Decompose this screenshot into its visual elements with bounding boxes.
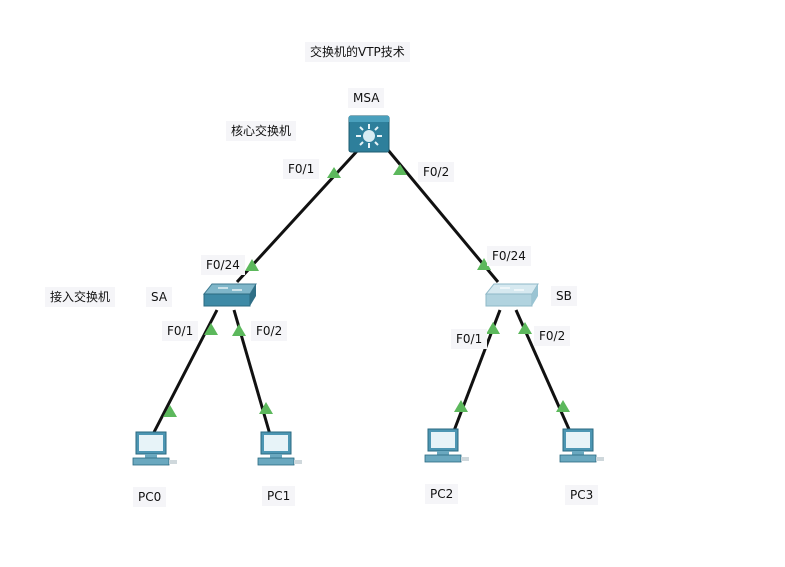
link-up-indicator bbox=[327, 167, 341, 178]
device-label-pc3: PC3 bbox=[565, 485, 599, 505]
link-msa-sb[interactable] bbox=[386, 149, 500, 283]
port-label: F0/1 bbox=[451, 329, 488, 349]
device-label-sb: SB bbox=[551, 286, 577, 306]
link-up-indicator bbox=[204, 323, 218, 335]
switch-icon[interactable] bbox=[202, 283, 257, 307]
link-sa-pc0[interactable] bbox=[148, 309, 219, 441]
link-up-indicator bbox=[454, 400, 468, 412]
device-label-pc2: PC2 bbox=[425, 484, 459, 504]
switch-icon[interactable] bbox=[484, 283, 539, 307]
device-label-pc0: PC0 bbox=[133, 487, 167, 507]
port-label: F0/1 bbox=[283, 159, 320, 179]
link-up-indicator bbox=[232, 324, 246, 336]
link-up-indicator bbox=[477, 258, 491, 270]
port-label: F0/2 bbox=[251, 321, 288, 341]
diagram-title: 交换机的VTP技术 bbox=[305, 42, 410, 62]
link-up-indicator bbox=[245, 259, 259, 271]
port-label: F0/2 bbox=[418, 162, 455, 182]
link-up-indicator bbox=[259, 402, 273, 414]
port-label: F0/1 bbox=[162, 321, 199, 341]
annotation-access-switch: 接入交换机 bbox=[45, 287, 116, 307]
pc-icon[interactable] bbox=[132, 431, 177, 466]
link-up-indicator bbox=[486, 322, 500, 334]
link-msa-sa[interactable] bbox=[235, 148, 360, 284]
pc-icon[interactable] bbox=[257, 431, 302, 466]
port-label: F0/24 bbox=[487, 246, 531, 266]
device-label-msa: MSA bbox=[348, 88, 385, 108]
device-label-pc1: PC1 bbox=[262, 486, 296, 506]
link-up-indicator bbox=[393, 164, 407, 175]
annotation-core-switch: 核心交换机 bbox=[226, 121, 297, 141]
device-label-sa: SA bbox=[146, 287, 173, 307]
port-label: F0/2 bbox=[534, 326, 571, 346]
link-up-indicator bbox=[556, 400, 570, 412]
pc-icon[interactable] bbox=[559, 428, 604, 463]
link-up-indicator bbox=[163, 405, 177, 417]
port-label: F0/24 bbox=[201, 255, 245, 275]
link-up-indicator bbox=[518, 322, 532, 334]
multilayer-switch-icon[interactable] bbox=[348, 115, 390, 153]
pc-icon[interactable] bbox=[424, 428, 469, 463]
